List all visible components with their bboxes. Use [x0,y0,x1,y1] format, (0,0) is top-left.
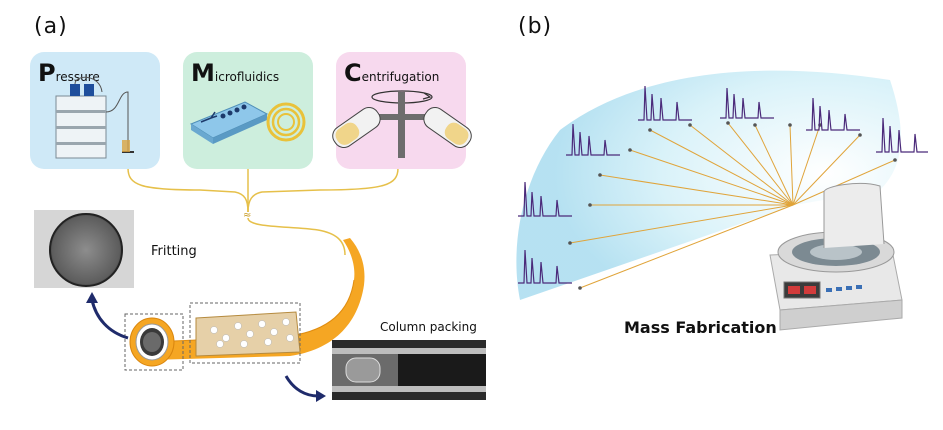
microfluidics-method-box: Microfluidics [183,52,313,169]
chromatogram-traces [518,85,928,284]
pressure-method-box: Pressure [30,52,160,169]
panel-b-label: (b) [518,14,553,39]
centrifuge-rotor-icon [332,90,472,158]
mass-fabrication-caption: Mass Fabrication [624,318,777,337]
panel-a-label: (a) [34,14,68,39]
centrifugation-method-box: Centrifugation [332,52,472,169]
centrifuge-machine [769,183,903,331]
fan-cone [516,70,901,301]
pressure-title: Pressure [38,59,100,87]
svg-text:≈: ≈ [243,210,251,221]
fan-rays [569,122,896,289]
column-packing-label: Column packing [380,320,477,334]
fritting-label: Fritting [151,244,197,259]
microfluidic-chip-icon [189,101,306,144]
packed-column-micrograph [332,340,486,400]
hplc-pump-icon [55,76,134,159]
microfluidics-title: Microfluidics [191,59,280,87]
centrifugation-title: Centrifugation [344,59,440,87]
frit-micrograph [34,210,134,288]
